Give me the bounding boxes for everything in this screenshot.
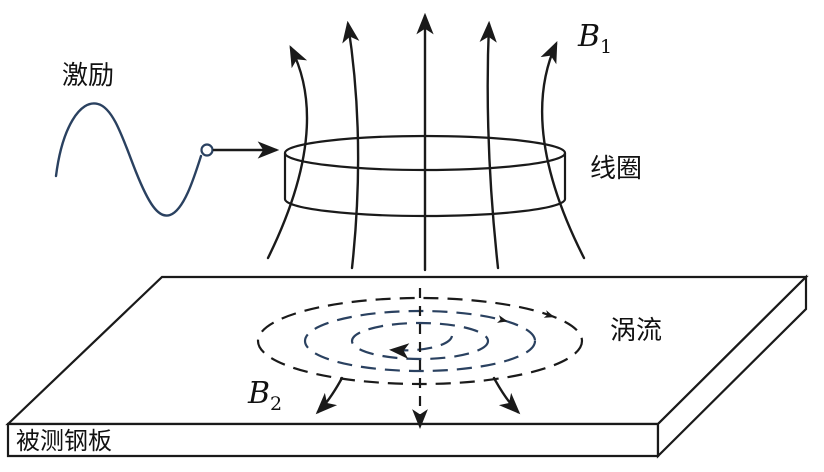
eddy-loop-core-arc [389,335,454,360]
plate-label: 被测钢板 [16,427,112,455]
eddy-direction-arrow [497,315,508,323]
field-line-inner-left [342,20,360,270]
eddy-loop-inner [350,321,490,361]
labels: 激励 线圈 涡流 被测钢板 B1 B2 [16,19,662,455]
eddy-current-label: 涡流 [610,316,662,346]
field-line-outer-right [540,41,586,260]
sine-wave [54,102,203,217]
b1-label: B1 [577,19,612,58]
field-line-inner-right [479,20,500,270]
field-line-outer-left [266,45,309,260]
eddy-current-loops [256,288,584,429]
b2-field-arrow-right [492,376,521,415]
coil-label: 线圈 [590,154,642,184]
eddy-direction-arrow [543,310,555,318]
excitation-label: 激励 [62,61,114,91]
excitation-source [54,102,280,217]
b2-label: B2 [247,376,282,415]
b1-field-lines [266,12,586,272]
plate-right-face [656,274,808,459]
b2-field-arrow-left [315,376,344,415]
steel-plate [5,274,809,459]
wave-terminal-node [200,143,214,157]
